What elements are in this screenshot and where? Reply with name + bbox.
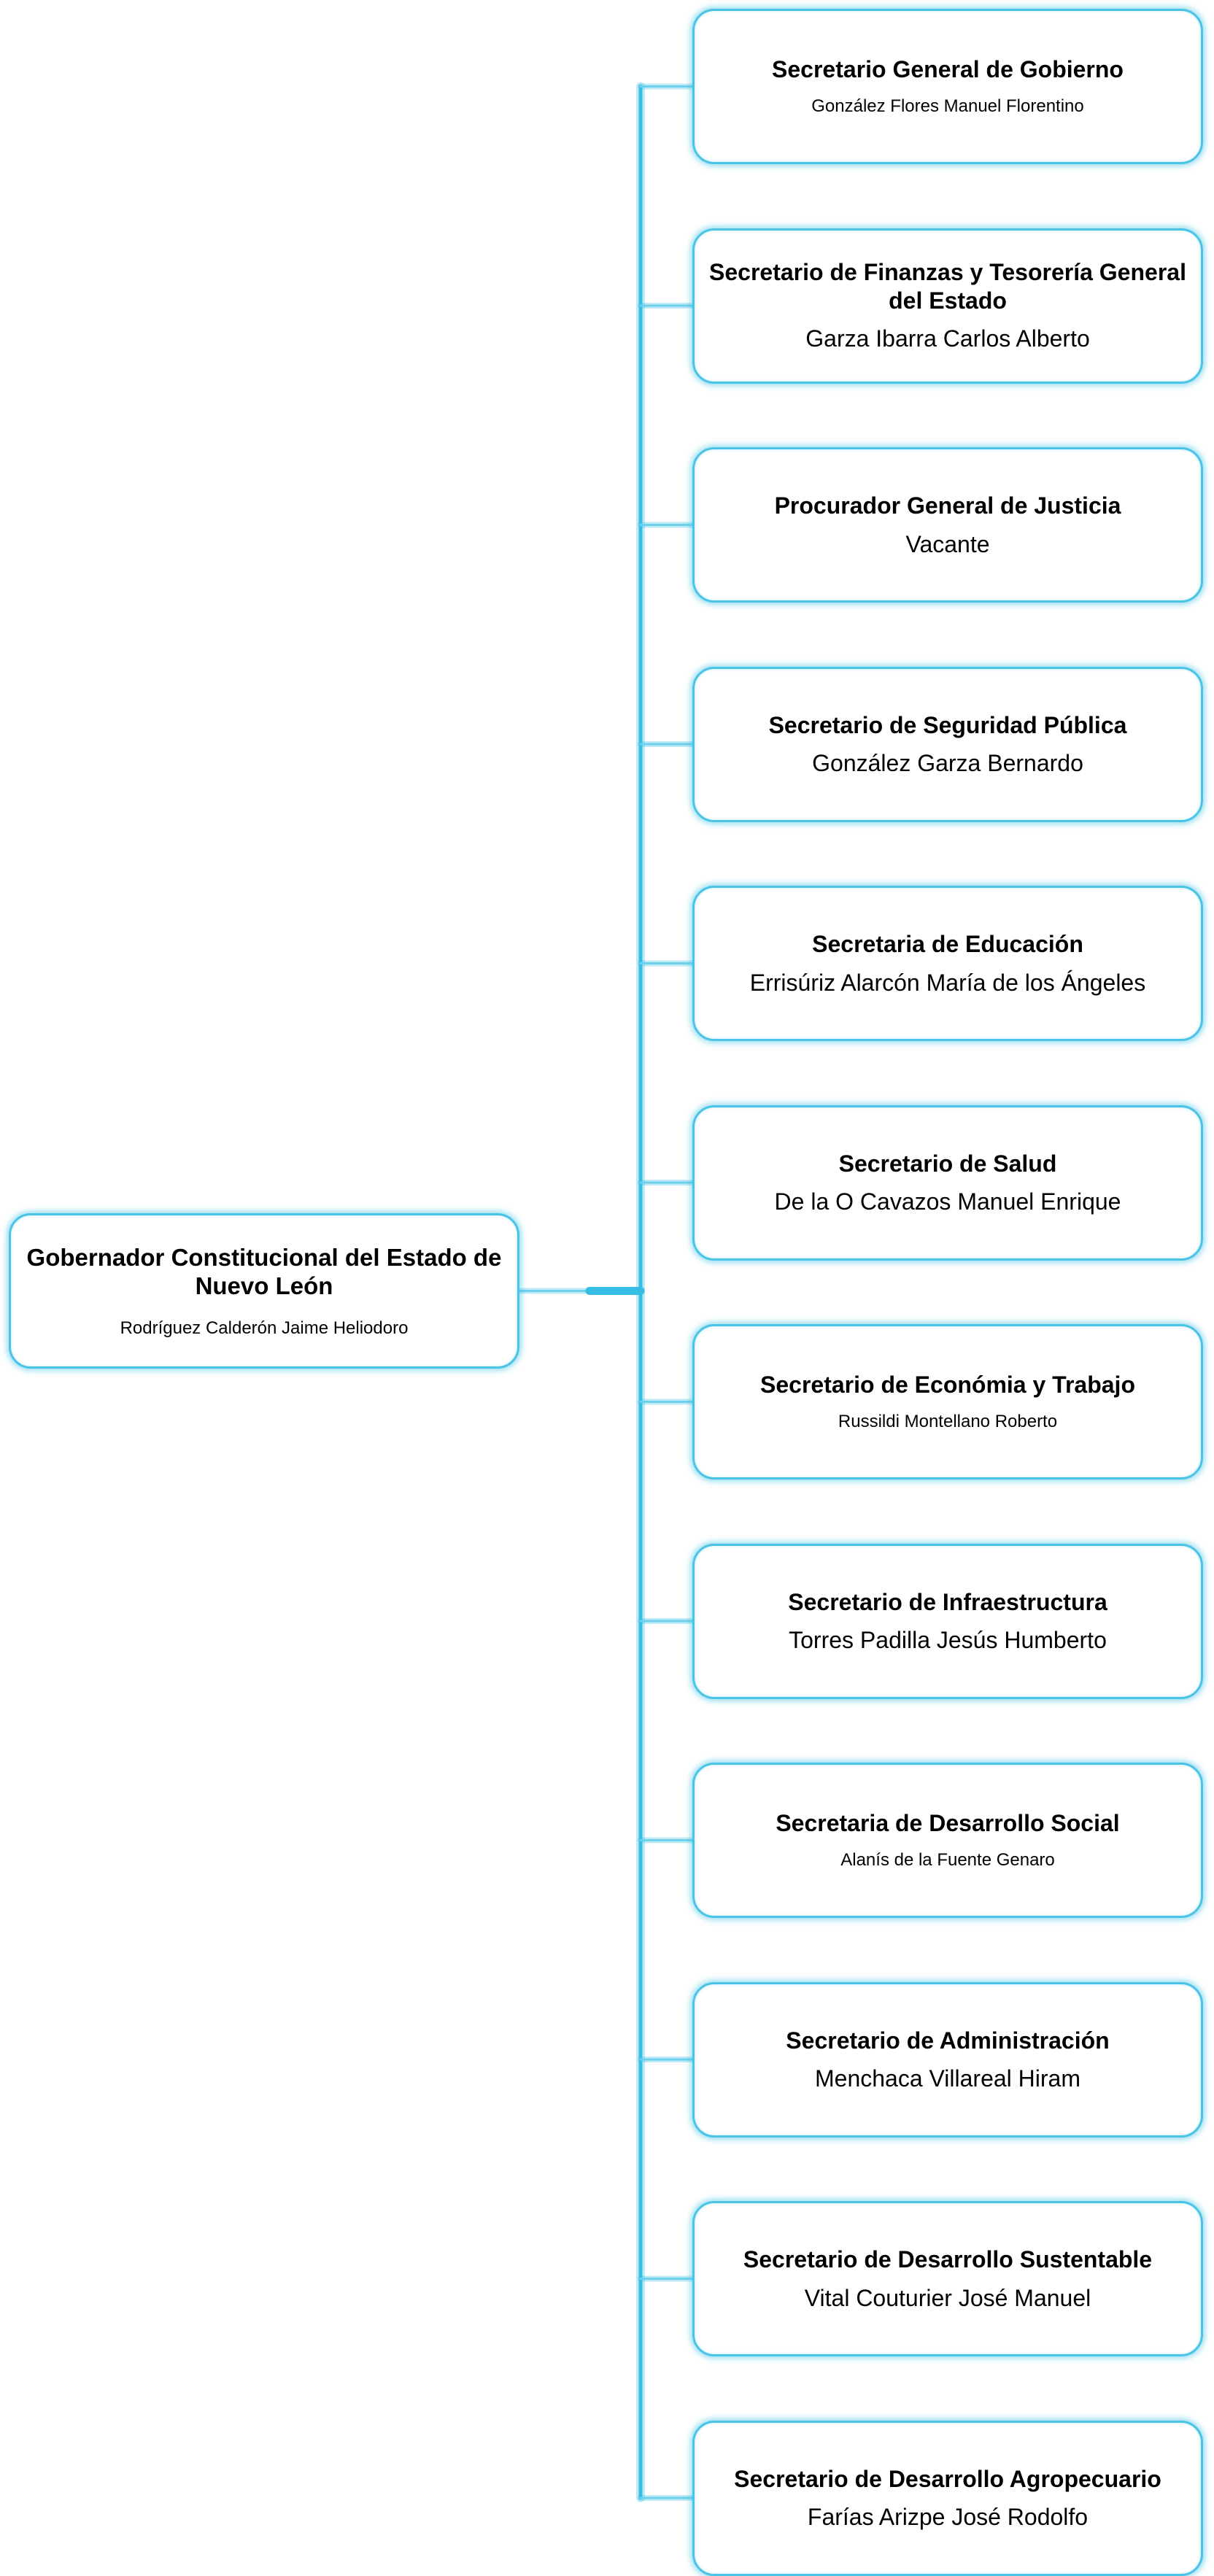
node-name: De la O Cavazos Manuel Enrique <box>774 1188 1121 1215</box>
node-title: Secretario de Desarrollo Agropecuario <box>734 2465 1161 2492</box>
node-name: Garza Ibarra Carlos Alberto <box>805 325 1090 352</box>
node-name: Vital Couturier José Manuel <box>804 2284 1091 2311</box>
node-title: Secretaria de Desarrollo Social <box>776 1809 1120 1836</box>
org-node-governor: Gobernador Constitucional del Estado de … <box>9 1213 519 1369</box>
node-name: González Flores Manuel Florentino <box>811 96 1084 117</box>
node-title: Secretario de Desarrollo Sustentable <box>743 2246 1153 2273</box>
node-title: Gobernador Constitucional del Estado de … <box>26 1243 502 1300</box>
node-title: Procurador General de Justicia <box>774 492 1121 519</box>
org-node-secretary: Secretario de Salud De la O Cavazos Manue… <box>692 1105 1203 1261</box>
node-title: Secretaria de Educación <box>812 931 1083 958</box>
node-title: Secretario de Económia y Trabajo <box>760 1371 1135 1398</box>
node-name: Russildi Montellano Roberto <box>838 1412 1058 1432</box>
org-node-secretary: Secretario de Finanzas y Tesorería Gener… <box>692 228 1203 384</box>
node-name: Rodríguez Calderón Jaime Heliodoro <box>120 1318 409 1338</box>
node-name: Vacante <box>905 530 990 557</box>
node-title: Secretario de Finanzas y Tesorería Gener… <box>709 259 1186 314</box>
node-title: Secretario General de Gobierno <box>772 55 1124 82</box>
node-title: Secretario de Salud <box>838 1150 1057 1177</box>
node-title: Secretario de Infraestructura <box>788 1588 1107 1615</box>
node-name: Torres Padilla Jesús Humberto <box>789 1627 1107 1653</box>
node-title: Secretario de Administración <box>786 2027 1110 2054</box>
node-name: Farías Arizpe José Rodolfo <box>807 2504 1089 2530</box>
node-name: González Garza Bernardo <box>812 750 1083 776</box>
node-name: Errisúriz Alarcón María de los Ángeles <box>749 969 1146 996</box>
node-name: Menchaca Villareal Hiram <box>815 2065 1080 2092</box>
node-name: Alanís de la Fuente Genaro <box>840 1850 1055 1871</box>
node-title: Secretario de Seguridad Pública <box>768 711 1127 738</box>
